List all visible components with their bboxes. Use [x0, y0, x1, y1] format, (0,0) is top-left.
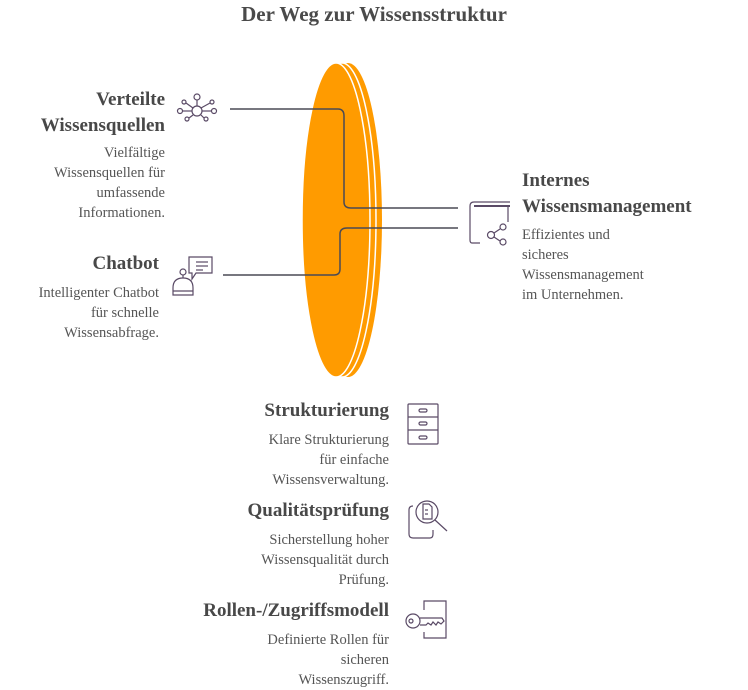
- key-icon: [405, 600, 447, 639]
- network-icon: [176, 93, 218, 122]
- heading-qualitaetspruefung: Qualitätsprüfung: [247, 500, 389, 521]
- connector-chatbot: [223, 227, 458, 276]
- diagram-title: Der Weg zur Wissensstruktur: [241, 2, 507, 26]
- book-share-icon: [469, 201, 510, 246]
- heading-chatbot: Chatbot: [92, 253, 159, 274]
- connector-wissensquellen: [230, 108, 458, 209]
- heading-rollen-zugriffsmodell: Rollen-/Zugriffsmodell: [203, 600, 389, 621]
- cabinet-icon: [407, 403, 439, 445]
- chatbot-icon: [172, 256, 213, 296]
- document-search-icon: [408, 500, 448, 539]
- heading-strukturierung: Strukturierung: [264, 400, 389, 421]
- disc-funnel: [301, 62, 382, 378]
